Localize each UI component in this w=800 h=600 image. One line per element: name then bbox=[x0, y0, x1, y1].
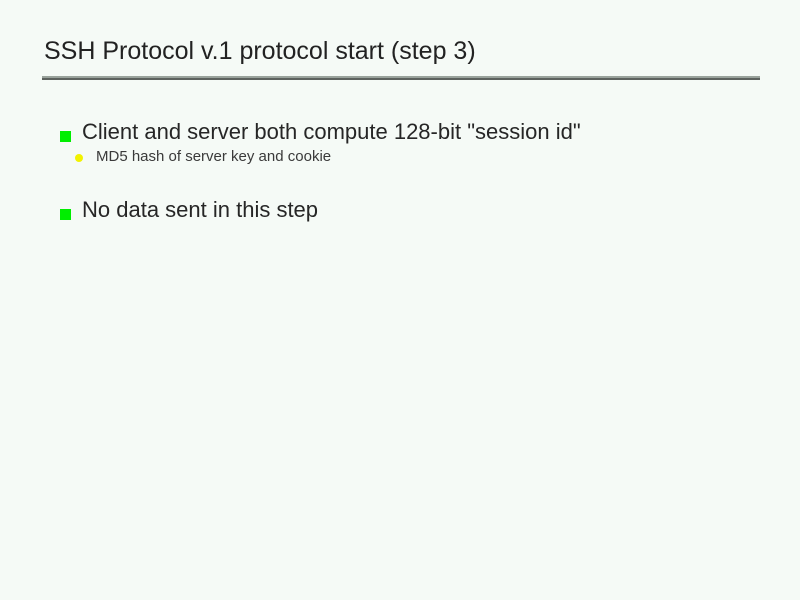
list-item: Client and server both compute 128-bit "… bbox=[0, 118, 800, 146]
slide-body: Client and server both compute 128-bit "… bbox=[0, 118, 800, 224]
list-item: No data sent in this step bbox=[0, 196, 800, 224]
green-square-bullet-icon bbox=[60, 131, 71, 142]
title-divider-shadow bbox=[42, 78, 760, 80]
list-item: MD5 hash of server key and cookie bbox=[0, 146, 800, 168]
page-title: SSH Protocol v.1 protocol start (step 3) bbox=[44, 37, 476, 65]
bullet-text-level2: MD5 hash of server key and cookie bbox=[96, 148, 332, 165]
title-divider-highlight bbox=[42, 76, 760, 78]
title-divider bbox=[42, 76, 760, 80]
slide-title-block: SSH Protocol v.1 protocol start (step 3) bbox=[44, 36, 760, 66]
green-square-bullet-icon bbox=[60, 209, 71, 220]
bullet-text-level1: No data sent in this step bbox=[82, 197, 319, 222]
bullet-spacer bbox=[0, 168, 800, 196]
bullet-text-level1: Client and server both compute 128-bit "… bbox=[82, 119, 581, 144]
yellow-round-bullet-icon bbox=[75, 154, 83, 162]
